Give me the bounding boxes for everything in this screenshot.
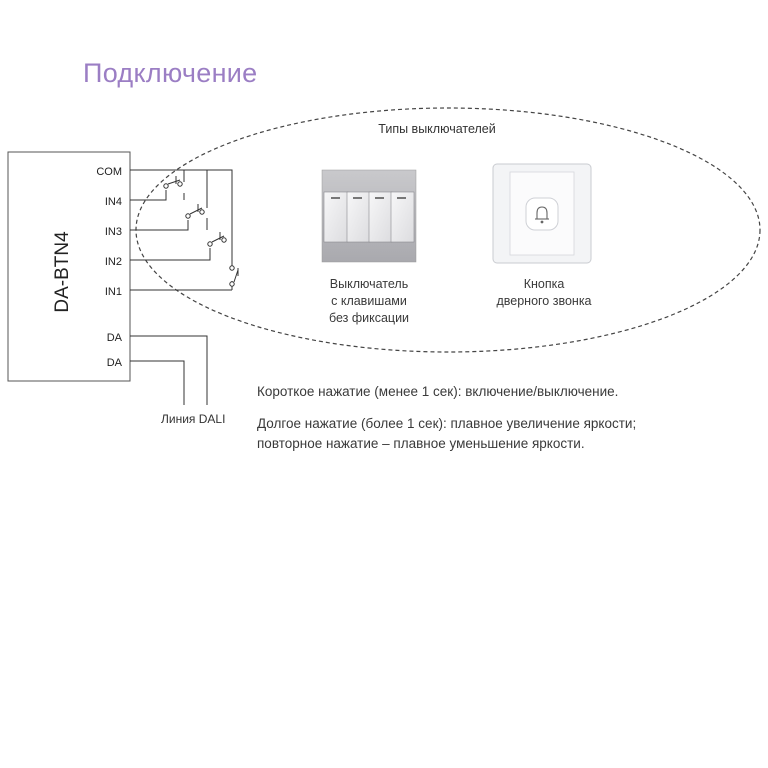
pin-in1-label: IN1 bbox=[105, 286, 122, 298]
switch-wiring bbox=[130, 169, 233, 405]
switch-contacts bbox=[163, 176, 239, 287]
device-box bbox=[7, 151, 131, 382]
note-short-press: Короткое нажатие (менее 1 сек): включени… bbox=[257, 384, 619, 399]
page-title: Подключение bbox=[83, 58, 258, 88]
doorbell-button-icon bbox=[492, 163, 592, 264]
pin-com-label: COM bbox=[96, 166, 122, 178]
note-long-press: Долгое нажатие (более 1 сек): плавное ув… bbox=[257, 416, 637, 431]
doorbell-caption-line-2: дверного звонка bbox=[496, 294, 592, 308]
switch-in4-contact bbox=[163, 183, 169, 189]
rocker-switch-icon bbox=[321, 169, 417, 263]
switch-in2-contact bbox=[207, 241, 213, 247]
doorbell-caption-line-1: Кнопка bbox=[523, 277, 565, 291]
rocker-caption-line-2: с клавишами bbox=[331, 294, 407, 308]
pin-in4-label: IN4 bbox=[105, 196, 122, 208]
pin-in2-label: IN2 bbox=[105, 256, 122, 268]
device-name: DA-BTN4 bbox=[52, 231, 73, 313]
switch-in1-contact bbox=[229, 281, 235, 287]
dali-line-label: Линия DALI bbox=[161, 412, 225, 426]
rocker-switch-caption: Выключатель с клавишами без фиксации bbox=[300, 276, 438, 327]
switch-in3-contact bbox=[185, 213, 191, 219]
pin-da1-label: DA bbox=[107, 332, 123, 344]
pin-da2-label: DA bbox=[107, 357, 123, 369]
rocker-caption-line-1: Выключатель bbox=[329, 277, 409, 291]
switch-types-heading: Типы выключателей bbox=[378, 122, 495, 136]
rocker-caption-line-3: без фиксации bbox=[328, 311, 410, 325]
pin-in3-label: IN3 bbox=[105, 226, 122, 238]
switch-types-boundary bbox=[135, 107, 761, 353]
note-repeat-press: повторное нажатие – плавное уменьшение я… bbox=[257, 436, 585, 451]
doorbell-caption: Кнопка дверного звонка bbox=[474, 276, 614, 310]
